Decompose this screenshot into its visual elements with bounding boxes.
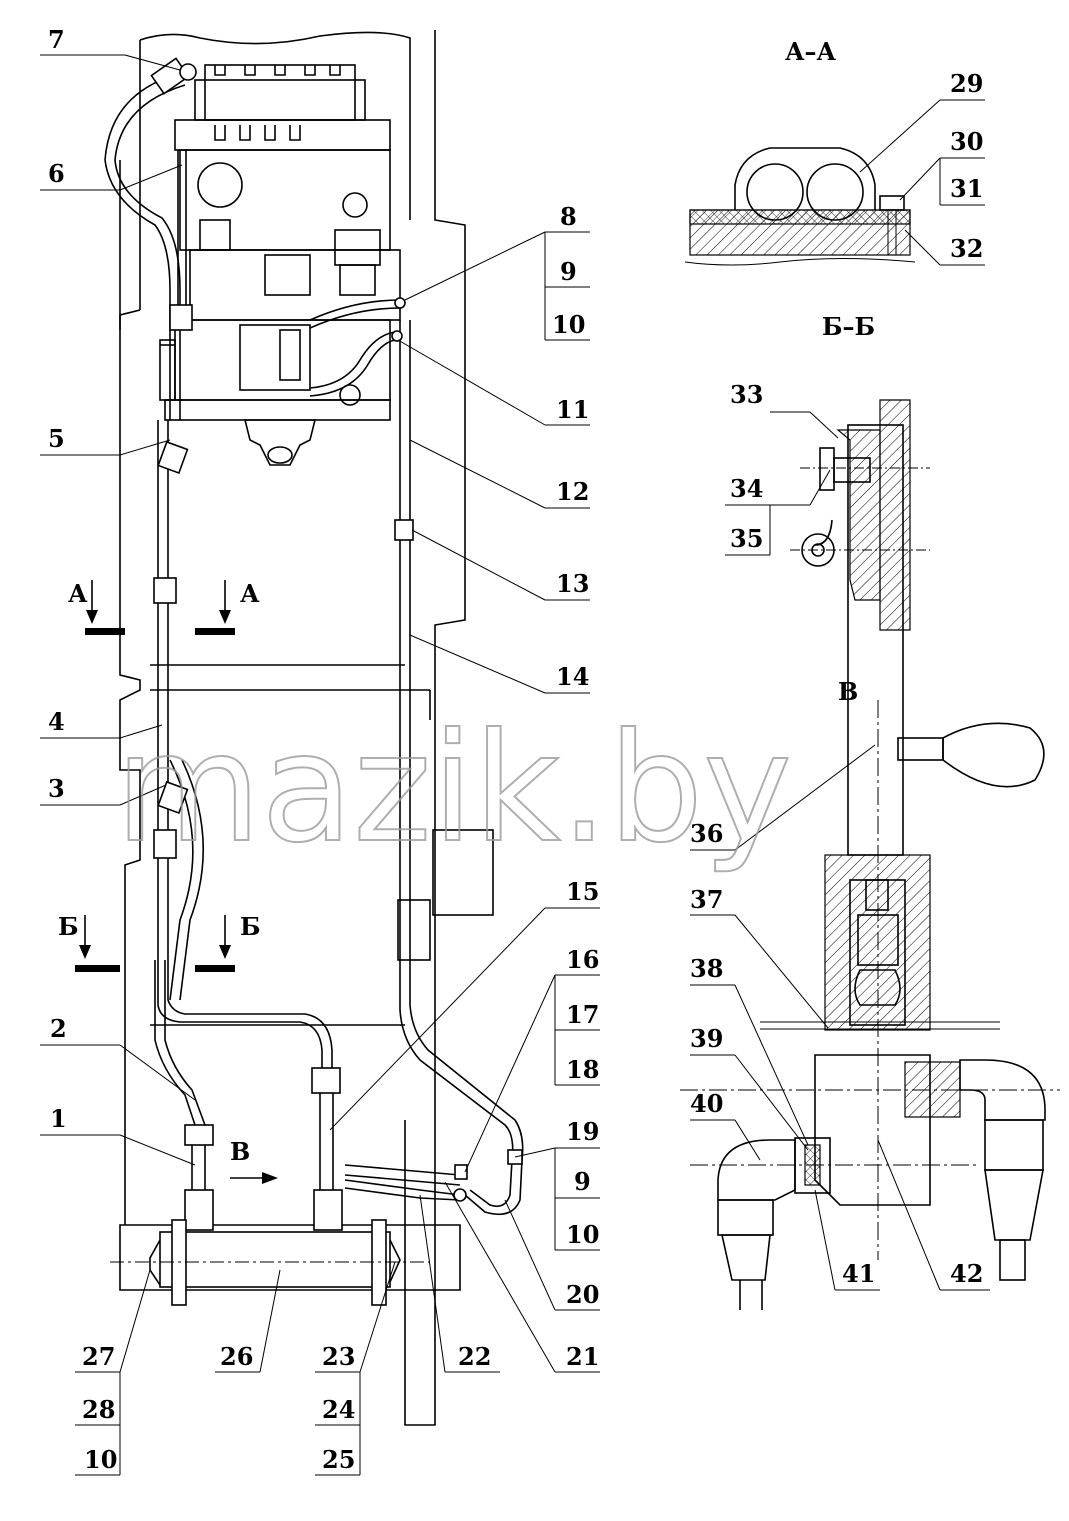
- callout-29: 29: [950, 69, 983, 98]
- callout-23: 23: [322, 1342, 355, 1371]
- callout-1: 1: [50, 1104, 67, 1133]
- section-bb: [725, 399, 930, 631]
- callout-6: 6: [48, 159, 65, 188]
- callout-33: 33: [730, 380, 763, 409]
- callout-19: 19: [566, 1117, 599, 1146]
- callout-35: 35: [730, 524, 763, 553]
- marker-b-left: Б: [58, 912, 79, 941]
- callout-20: 20: [566, 1280, 599, 1309]
- section-markers: А А Б Б В: [58, 579, 278, 1184]
- pipelines: [104, 74, 524, 1220]
- callout-40: 40: [690, 1089, 723, 1118]
- callout-27: 27: [82, 1342, 115, 1371]
- engine-block: [159, 64, 401, 466]
- marker-a-right: А: [240, 579, 260, 608]
- pipe-fittings: [150, 57, 523, 1231]
- callout-41: 41: [842, 1259, 875, 1288]
- callout-42: 42: [950, 1259, 983, 1288]
- callout-16: 16: [566, 945, 599, 974]
- section-bb-title: Б–Б: [822, 312, 875, 341]
- callout-10c: 10: [84, 1445, 117, 1474]
- callout-2: 2: [50, 1014, 67, 1043]
- marker-v: В: [230, 1137, 250, 1166]
- callout-25: 25: [322, 1445, 355, 1474]
- callout-37: 37: [690, 885, 723, 914]
- callout-3: 3: [48, 774, 65, 803]
- callout-28: 28: [82, 1395, 115, 1424]
- callout-17: 17: [566, 1000, 599, 1029]
- callout-7: 7: [48, 25, 65, 54]
- callout-9a: 9: [560, 257, 577, 286]
- callout-34: 34: [730, 474, 763, 503]
- callout-12: 12: [556, 477, 589, 506]
- callout-9b: 9: [574, 1167, 591, 1196]
- callout-4: 4: [48, 707, 65, 736]
- view-v-title: В: [838, 677, 858, 706]
- callout-10b: 10: [566, 1220, 599, 1249]
- callout-10a: 10: [552, 310, 585, 339]
- callout-22: 22: [458, 1342, 491, 1371]
- section-aa: [684, 99, 985, 266]
- callout-26: 26: [220, 1342, 253, 1371]
- callout-36: 36: [690, 819, 723, 848]
- marker-b-right: Б: [240, 912, 261, 941]
- callout-5: 5: [48, 424, 65, 453]
- section-aa-title: А–А: [785, 37, 837, 66]
- watermark: mazik.by: [115, 702, 792, 876]
- view-v: [680, 424, 1060, 1310]
- callout-15: 15: [566, 877, 599, 906]
- callout-39: 39: [690, 1024, 723, 1053]
- callout-14: 14: [556, 662, 589, 691]
- callout-13: 13: [556, 569, 589, 598]
- callout-11: 11: [556, 395, 589, 424]
- callout-30: 30: [950, 127, 983, 156]
- callout-numbers: 7 6 5 4 3 2 1 8 9 10 11 12 13 14 15 16 1…: [48, 25, 983, 1474]
- callout-21: 21: [566, 1342, 599, 1371]
- callout-18: 18: [566, 1055, 599, 1084]
- receiver-tank: [110, 1219, 430, 1306]
- callout-38: 38: [690, 954, 723, 983]
- callout-31: 31: [950, 174, 983, 203]
- callout-24: 24: [322, 1395, 355, 1424]
- frame-outline: [119, 30, 494, 1426]
- callout-8: 8: [560, 202, 577, 231]
- callout-32: 32: [950, 234, 983, 263]
- leader-lines: [40, 54, 600, 1373]
- callout-tables: [75, 232, 600, 1476]
- marker-a-left: А: [68, 579, 88, 608]
